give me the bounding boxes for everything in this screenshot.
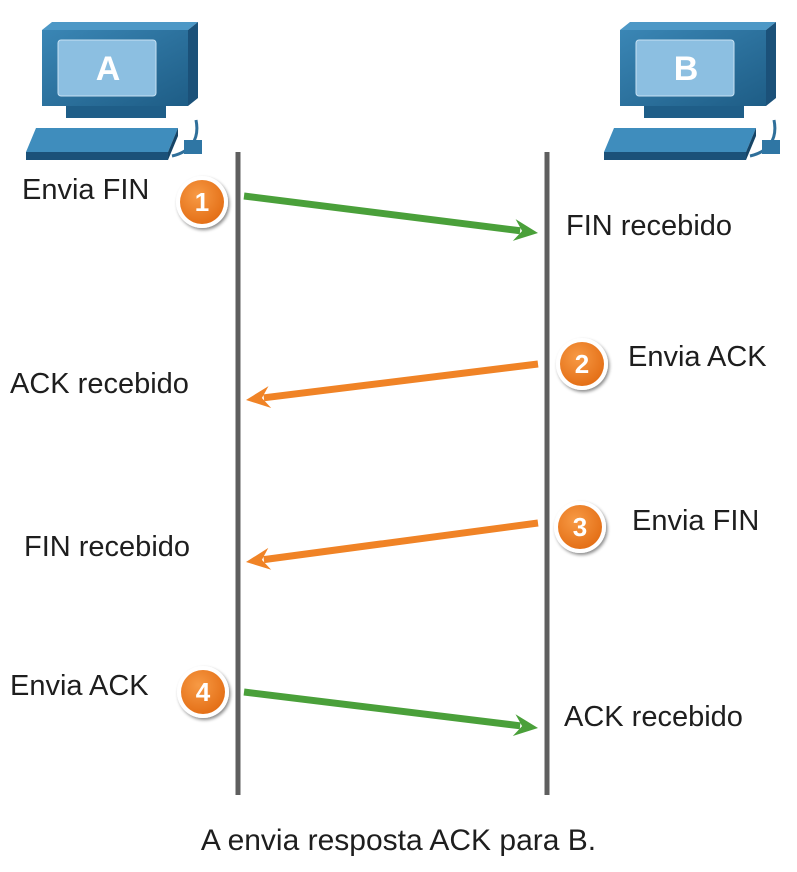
- computer-a-icon: A: [26, 22, 202, 160]
- badge-layer: 1 2 3 4: [176, 176, 608, 718]
- step-1-badge: 1: [176, 176, 228, 228]
- step-4-left-label: Envia ACK: [10, 670, 149, 702]
- step-1-arrowhead: [512, 219, 538, 241]
- step-3-badge-number: 3: [573, 512, 587, 542]
- step-2-badge-number: 2: [575, 349, 589, 379]
- step-1-arrow-shaft: [243, 192, 521, 235]
- computer-b-icon: B: [604, 22, 780, 160]
- step-3-badge: 3: [554, 501, 606, 553]
- step-4-arrow: [243, 688, 538, 736]
- step-2-left-label: ACK recebido: [10, 368, 189, 400]
- step-3-arrowhead: [246, 547, 272, 570]
- step-2-arrow-shaft: [263, 360, 539, 402]
- computer-b-label: B: [674, 50, 699, 88]
- computer-a-label: A: [96, 50, 121, 88]
- step-2-right-label: Envia ACK: [628, 341, 767, 373]
- step-1-badge-number: 1: [195, 187, 209, 217]
- step-2-badge: 2: [556, 338, 608, 390]
- step-1-right-label: FIN recebido: [566, 210, 733, 242]
- step-4-badge-number: 4: [196, 677, 211, 707]
- step-4-arrowhead: [512, 714, 538, 736]
- step-2-arrowhead: [246, 386, 272, 408]
- step-1-arrow: [243, 192, 538, 241]
- step-4-right-label: ACK recebido: [564, 701, 743, 733]
- step-3-arrow: [246, 519, 539, 570]
- step-2-arrow: [246, 360, 539, 408]
- step-3-arrow-shaft: [263, 519, 539, 564]
- arrow-layer: [243, 192, 539, 736]
- step-4-badge: 4: [177, 666, 229, 718]
- step-1-left-label: Envia FIN: [22, 174, 150, 206]
- step-3-left-label: FIN recebido: [24, 531, 191, 563]
- step-4-arrow-shaft: [243, 688, 521, 730]
- diagram-caption: A envia resposta ACK para B.: [200, 824, 597, 857]
- step-3-right-label: Envia FIN: [632, 505, 760, 537]
